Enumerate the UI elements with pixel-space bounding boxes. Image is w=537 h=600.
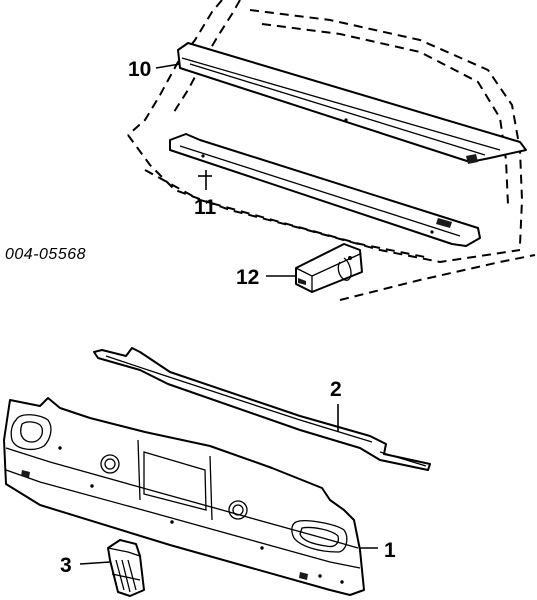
callout-2: 2	[330, 378, 342, 401]
part-1-rear-panel	[3, 397, 365, 596]
part-12-bracket	[295, 243, 363, 293]
part-11-molding	[169, 133, 481, 247]
callout-12: 12	[236, 266, 259, 289]
callout-11: 11	[194, 196, 217, 219]
part-10-spoiler	[177, 42, 527, 164]
callout-3: 3	[60, 554, 72, 577]
body-outline	[127, 0, 536, 301]
callout-1: 1	[384, 539, 396, 562]
callout-10: 10	[128, 58, 151, 81]
part-3-clip	[107, 539, 145, 597]
reference-code: 004-05568	[5, 246, 86, 263]
part-2-weatherstrip	[93, 347, 431, 471]
leader-lines	[79, 63, 378, 565]
